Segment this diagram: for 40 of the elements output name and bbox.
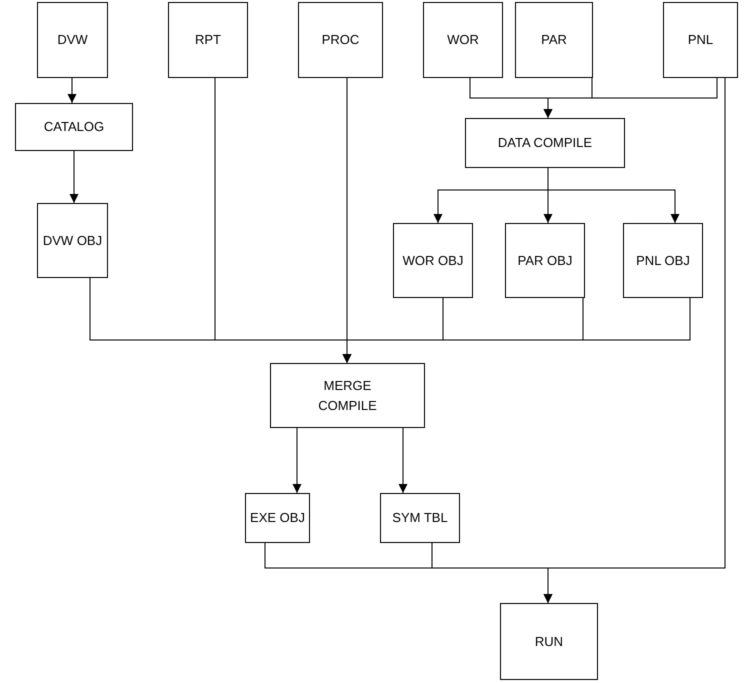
box-label: PAR OBJ bbox=[518, 252, 572, 270]
process-box bbox=[465, 118, 625, 168]
process-box bbox=[500, 603, 598, 680]
connector-arrow bbox=[342, 298, 690, 364]
process-box bbox=[393, 223, 473, 298]
box-label: EXE OBJ bbox=[250, 509, 305, 528]
box-label: PNL OBJ bbox=[636, 252, 690, 270]
process-box bbox=[270, 363, 425, 428]
process-box bbox=[505, 223, 585, 298]
process-box bbox=[37, 2, 108, 78]
box-label: DVW OBJ bbox=[42, 232, 102, 250]
process-box bbox=[515, 2, 593, 78]
box-label: SYM TBL bbox=[392, 509, 448, 528]
box-label: MERGE COMPILE bbox=[317, 377, 378, 414]
connector-arrow bbox=[68, 78, 76, 104]
box-label: DVW bbox=[57, 31, 88, 50]
box-label: RPT bbox=[195, 31, 221, 50]
process-box bbox=[168, 2, 248, 78]
process-box bbox=[245, 493, 310, 543]
box-label: WOR OBJ bbox=[402, 252, 464, 270]
box-label: WOR bbox=[447, 31, 479, 50]
process-box bbox=[423, 2, 503, 78]
box-label: PAR bbox=[541, 31, 567, 50]
connector-arrow bbox=[398, 428, 408, 494]
connector-arrow bbox=[292, 428, 302, 494]
process-box bbox=[380, 493, 460, 543]
process-box bbox=[37, 203, 108, 278]
connector-arrow bbox=[548, 168, 680, 224]
box-label: RUN bbox=[534, 632, 564, 651]
process-box bbox=[663, 2, 738, 78]
box-label: DATA COMPILE bbox=[498, 134, 592, 152]
process-box bbox=[623, 223, 703, 298]
box-label: PROC bbox=[322, 31, 360, 50]
box-label: CATALOG bbox=[44, 118, 104, 136]
connector-arrow bbox=[70, 150, 78, 204]
connector-arrow bbox=[544, 78, 718, 118]
box-label: PNL bbox=[688, 31, 714, 50]
process-box bbox=[15, 103, 133, 151]
connector-arrow bbox=[544, 78, 726, 604]
process-box bbox=[298, 2, 383, 78]
